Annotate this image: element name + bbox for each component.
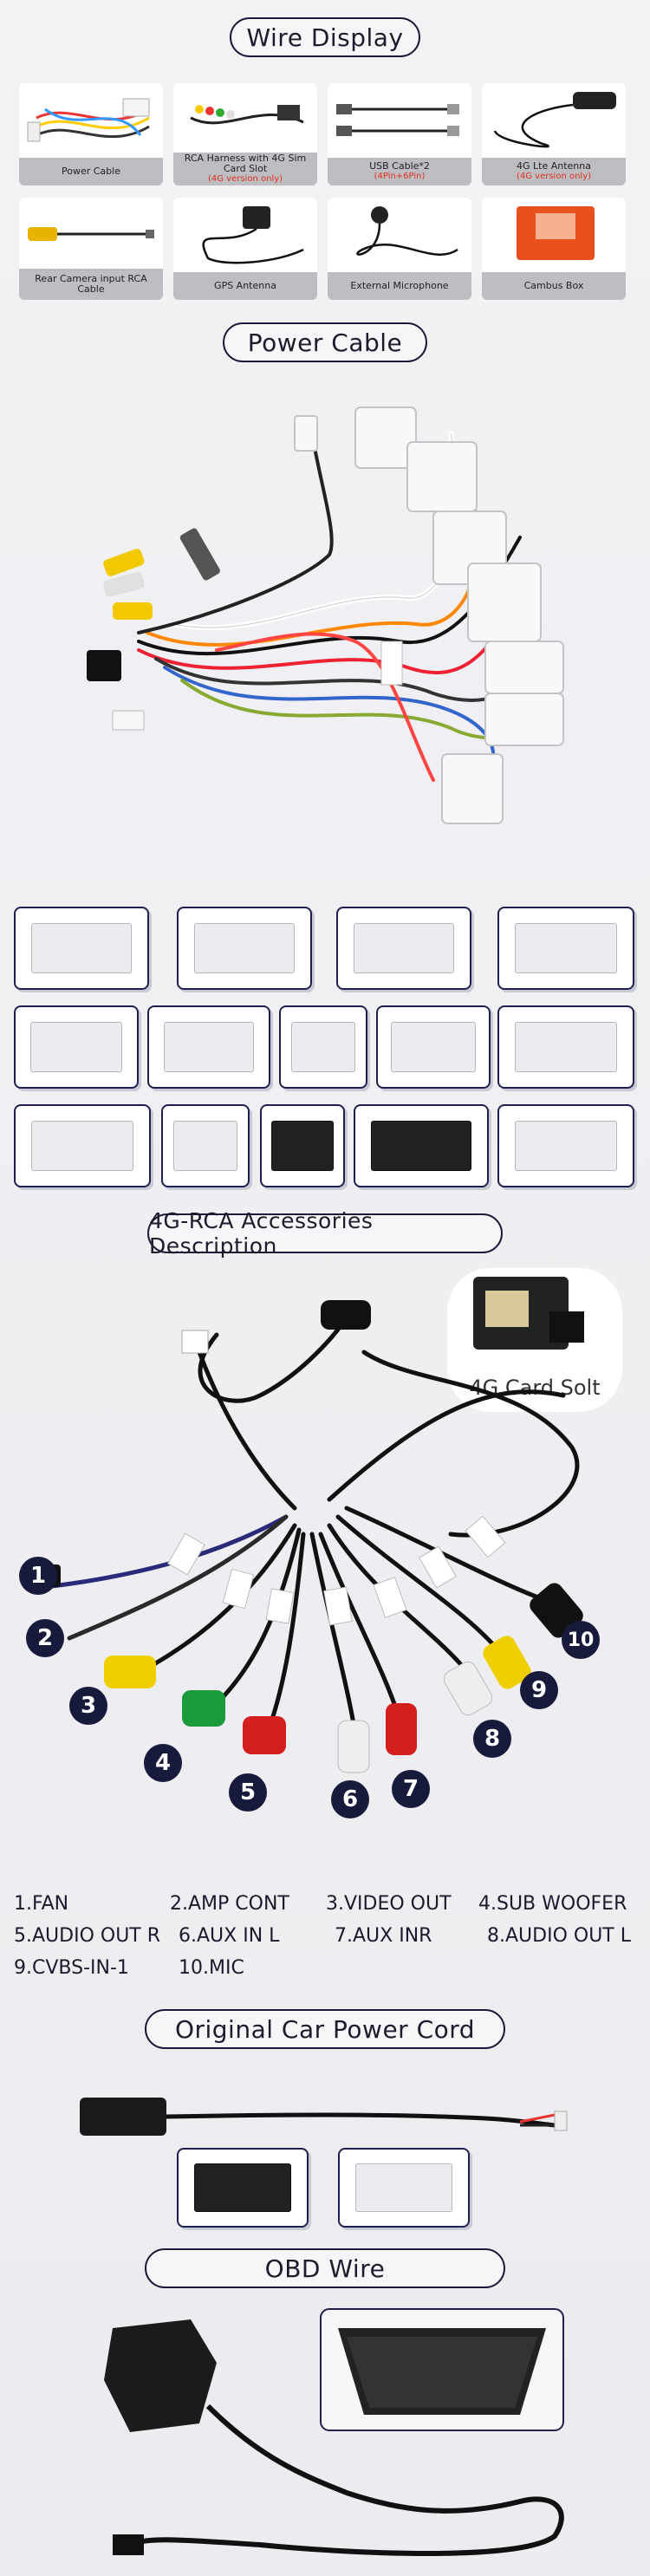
item-label: External Microphone (328, 272, 471, 300)
marker-1: 1 (19, 1557, 57, 1595)
power-cable-thumb (27, 98, 150, 142)
legend-item: 5.AUDIO OUT R (14, 1925, 161, 1947)
legend-item: 1.FAN (14, 1893, 69, 1915)
connector-4 (497, 907, 634, 990)
item-label: RCA Harness with 4G Sim Card Slot (4G ve… (173, 153, 317, 185)
gps-thumb (202, 206, 304, 264)
cord-connector-dark (177, 2148, 309, 2228)
connector-11 (161, 1104, 250, 1187)
item-external-mic: External Microphone (328, 198, 471, 300)
connector-6 (147, 1005, 270, 1089)
legend-row: 9.CVBS-IN-1 10.MIC (14, 1952, 643, 1984)
marker-7: 7 (392, 1770, 430, 1808)
mic-thumb (356, 206, 458, 256)
function-legend: 1.FAN 2.AMP CONT 3.VIDEO OUT 4.SUB WOOFE… (14, 1888, 643, 1984)
item-label: Rear Camera input RCA Cable (19, 269, 163, 300)
connector-1 (14, 907, 149, 990)
section-title-original-cord: Original Car Power Cord (145, 2009, 505, 2049)
cord-connector-white (338, 2148, 470, 2228)
section-title-wire-display: Wire Display (230, 17, 420, 57)
sim-slot-thumb (473, 1277, 584, 1350)
connector-14 (497, 1104, 634, 1187)
usb-cable-thumb (336, 104, 459, 136)
connector-10 (14, 1104, 151, 1187)
marker-3: 3 (69, 1687, 107, 1725)
legend-item: 9.CVBS-IN-1 (14, 1957, 129, 1979)
section-title-power-cable: Power Cable (223, 322, 427, 362)
item-label: USB Cable*2 (4Pin+6Pin) (328, 158, 471, 185)
legend-item: 8.AUDIO OUT L (487, 1925, 631, 1947)
connector-13 (354, 1104, 489, 1187)
obd-wire-image (104, 2308, 564, 2556)
rear-camera-thumb (28, 227, 154, 241)
connector-7 (279, 1005, 367, 1089)
item-gps-antenna: GPS Antenna (173, 198, 317, 300)
item-label: Power Cable (19, 158, 163, 185)
legend-item: 3.VIDEO OUT (326, 1893, 452, 1915)
power-cable-harness-image (87, 407, 564, 824)
legend-row: 5.AUDIO OUT R 6.AUX IN L 7.AUX INR 8.AUD… (14, 1920, 643, 1952)
section-title-obd: OBD Wire (145, 2248, 505, 2288)
marker-10: 10 (562, 1621, 600, 1659)
item-usb-cable: USB Cable*2 (4Pin+6Pin) (328, 83, 471, 185)
connector-5 (14, 1005, 139, 1089)
item-label: 4G Lte Antenna (4G version only) (482, 158, 626, 185)
connector-8 (376, 1005, 491, 1089)
marker-4: 4 (144, 1744, 182, 1782)
legend-item: 2.AMP CONT (170, 1893, 289, 1915)
rca-harness-thumb (190, 105, 304, 125)
legend-row: 1.FAN 2.AMP CONT 3.VIDEO OUT 4.SUB WOOFE… (14, 1888, 643, 1920)
item-power-cable: Power Cable (19, 83, 163, 185)
item-rca-harness: RCA Harness with 4G Sim Card Slot (4G ve… (173, 83, 317, 185)
power-cord-image (80, 2098, 568, 2136)
card-slot-badge: 4G Card Solt (447, 1268, 622, 1412)
marker-2: 2 (26, 1619, 64, 1657)
connector-2 (177, 907, 312, 990)
section-title-rca-desc: 4G-RCA Accessories Description (147, 1208, 503, 1259)
rca-harness-image (26, 1300, 583, 1773)
legend-item: 10.MIC (179, 1957, 244, 1979)
legend-item: 4.SUB WOOFER (478, 1893, 627, 1915)
connector-3 (336, 907, 471, 990)
marker-6: 6 (331, 1780, 369, 1818)
marker-9: 9 (520, 1671, 558, 1709)
legend-item: 6.AUX IN L (179, 1925, 280, 1947)
item-label: Cambus Box (482, 272, 626, 300)
connector-12 (260, 1104, 345, 1187)
item-cambus-box: Cambus Box (482, 198, 626, 300)
item-label: GPS Antenna (173, 272, 317, 300)
cambus-box-thumb (517, 206, 595, 260)
marker-5: 5 (229, 1773, 267, 1812)
legend-item: 7.AUX INR (335, 1925, 432, 1947)
item-rear-camera-cable: Rear Camera input RCA Cable (19, 198, 163, 300)
connector-9 (497, 1005, 634, 1089)
antenna-thumb (493, 92, 616, 148)
marker-8: 8 (473, 1720, 511, 1758)
item-4g-antenna: 4G Lte Antenna (4G version only) (482, 83, 626, 185)
